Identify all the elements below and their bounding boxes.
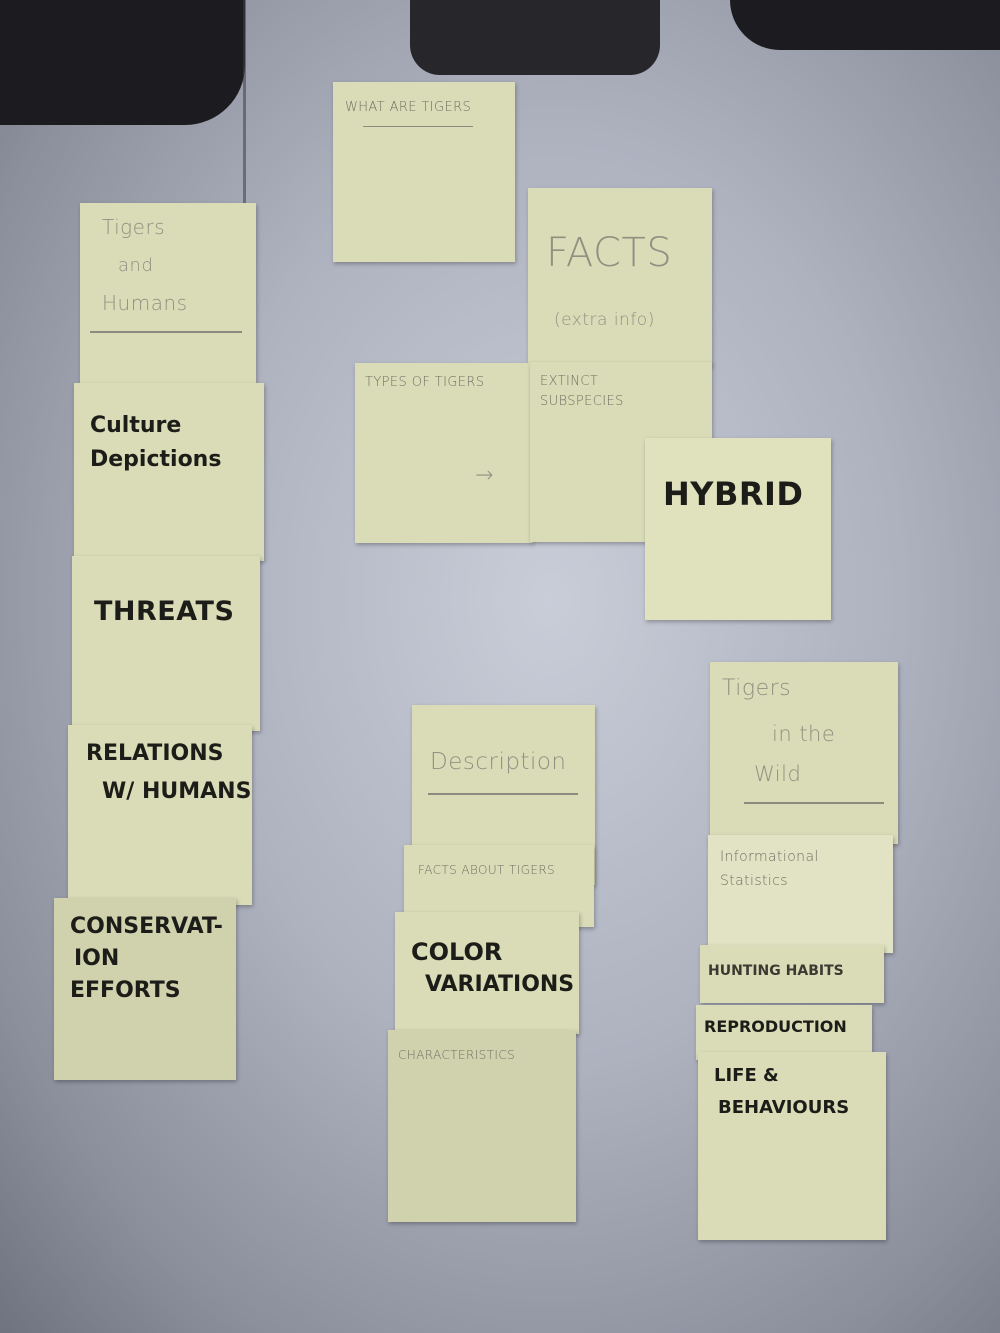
underline bbox=[90, 331, 242, 333]
underline bbox=[744, 802, 884, 804]
note-wild-line1: Tigers bbox=[722, 676, 792, 701]
note-culture-depictions: Culture Depictions bbox=[74, 383, 264, 561]
note-reproduction: REPRODUCTION bbox=[696, 1005, 872, 1060]
note-relations-line2: W/ HUMANS bbox=[102, 779, 252, 804]
note-wild-line2: in the bbox=[772, 722, 836, 746]
note-info-line2: Statistics bbox=[720, 873, 788, 889]
note-tigers-line3: Humans bbox=[102, 291, 188, 315]
note-types-of-tigers: TYPES OF TIGERS → bbox=[355, 363, 533, 543]
note-hunting-habits: HUNTING HABITS bbox=[700, 945, 884, 1003]
note-life-line1: LIFE & bbox=[714, 1065, 779, 1086]
note-description-text: Description bbox=[430, 749, 567, 775]
note-wild-line3: Wild bbox=[754, 762, 802, 786]
note-characteristics: CHARACTERISTICS bbox=[388, 1030, 576, 1222]
note-threats: THREATS bbox=[72, 556, 260, 731]
note-color-line1: COLOR bbox=[411, 938, 503, 966]
note-relations-line1: RELATIONS bbox=[86, 741, 224, 766]
note-facts-title: FACTS bbox=[546, 230, 673, 276]
table-seam bbox=[243, 0, 246, 210]
note-tigers-in-the-wild: Tigers in the Wild bbox=[710, 662, 898, 844]
note-info-line1: Informational bbox=[720, 849, 819, 865]
note-threats-text: THREATS bbox=[94, 596, 235, 627]
note-reproduction-text: REPRODUCTION bbox=[704, 1017, 847, 1036]
note-extinct-line1: EXTINCT bbox=[540, 374, 599, 389]
note-tigers-line1: Tigers bbox=[102, 215, 166, 239]
note-types-of-tigers-text: TYPES OF TIGERS bbox=[365, 375, 485, 390]
dark-object-top-right bbox=[730, 0, 1000, 50]
note-hybrid: HYBRID bbox=[645, 438, 831, 620]
arrow-icon: → bbox=[475, 463, 494, 488]
note-what-are-tigers-text: WHAT ARE TIGERS bbox=[345, 100, 472, 115]
note-conservation-line2: ION bbox=[74, 946, 120, 971]
note-culture-line2: Depictions bbox=[90, 447, 222, 472]
note-characteristics-text: CHARACTERISTICS bbox=[398, 1048, 516, 1062]
note-tigers-line2: and bbox=[118, 255, 154, 276]
note-conservation-line3: EFFORTS bbox=[70, 978, 181, 1003]
note-what-are-tigers: WHAT ARE TIGERS bbox=[333, 82, 515, 262]
note-tigers-and-humans: Tigers and Humans bbox=[80, 203, 256, 383]
note-conservation-line1: CONSERVAT- bbox=[70, 914, 223, 939]
note-relations: RELATIONS W/ HUMANS bbox=[68, 725, 252, 905]
note-life-behaviours: LIFE & BEHAVIOURS bbox=[698, 1052, 886, 1240]
underline bbox=[363, 126, 473, 127]
note-hunting-text: HUNTING HABITS bbox=[708, 963, 844, 979]
note-informational-statistics: Informational Statistics bbox=[708, 835, 893, 953]
note-color-line2: VARIATIONS bbox=[425, 972, 575, 997]
note-culture-line1: Culture bbox=[90, 413, 182, 438]
note-conservation: CONSERVAT- ION EFFORTS bbox=[54, 898, 236, 1080]
note-facts-about-tigers-text: FACTS ABOUT TIGERS bbox=[418, 863, 556, 877]
note-facts-sub: (extra info) bbox=[554, 310, 655, 330]
note-extinct-line2: SUBSPECIES bbox=[540, 394, 624, 409]
note-hybrid-text: HYBRID bbox=[663, 475, 804, 513]
dark-object-top-center bbox=[410, 0, 660, 75]
underline bbox=[428, 793, 578, 795]
note-life-line2: BEHAVIOURS bbox=[718, 1097, 850, 1118]
note-facts: FACTS (extra info) bbox=[528, 188, 712, 366]
dark-object-top-left bbox=[0, 0, 245, 125]
note-color-variations: COLOR VARIATIONS bbox=[395, 912, 579, 1034]
